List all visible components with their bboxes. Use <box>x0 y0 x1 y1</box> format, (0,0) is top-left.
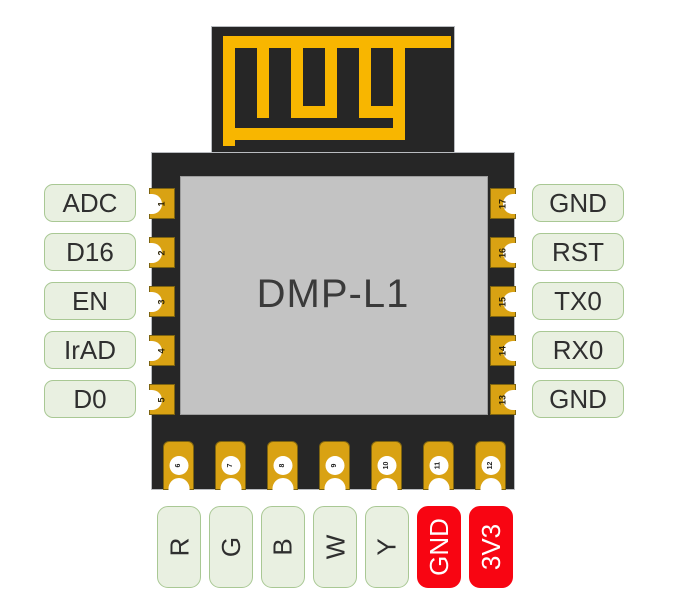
pad-number: 2 <box>156 249 167 256</box>
pad-notch <box>168 478 189 490</box>
pin-label-text: W <box>319 534 350 560</box>
pad-number: 7 <box>227 463 234 468</box>
pin-label-y[interactable]: Y <box>365 506 409 588</box>
pad-via: 10 <box>377 456 396 475</box>
pad-notch <box>428 478 449 490</box>
pad-via: 12 <box>481 456 500 475</box>
pad-number: 11 <box>435 461 442 470</box>
rf-shield <box>180 176 488 415</box>
pad-bottom-11[interactable]: 11 <box>423 441 454 490</box>
pad-number: 14 <box>497 345 508 356</box>
pad-notch <box>220 478 241 490</box>
pad-number: 12 <box>486 461 494 470</box>
pad-number: 5 <box>156 396 167 403</box>
pad-notch <box>149 389 162 410</box>
meander-antenna-icon <box>223 36 451 146</box>
pad-notch <box>503 291 516 312</box>
pad-number: 15 <box>497 296 508 307</box>
pad-notch <box>149 242 162 263</box>
pad-bottom-12[interactable]: 12 <box>475 441 506 490</box>
pin-label-gnd-13[interactable]: GND <box>532 380 624 418</box>
pad-left-2[interactable]: 2 <box>149 237 175 268</box>
pin-label-text: G <box>215 536 246 558</box>
pin-label-en[interactable]: EN <box>44 282 136 320</box>
pad-notch <box>149 291 162 312</box>
pin-label-irad[interactable]: IrAD <box>44 331 136 369</box>
pin-label-r[interactable]: R <box>157 506 201 588</box>
pad-left-5[interactable]: 5 <box>149 384 175 415</box>
pad-bottom-10[interactable]: 10 <box>371 441 402 490</box>
pad-number: 17 <box>497 198 508 209</box>
pad-via: 8 <box>273 456 292 475</box>
pad-notch <box>503 193 516 214</box>
pin-label-rst[interactable]: RST <box>532 233 624 271</box>
pad-right-15[interactable]: 15 <box>490 286 516 317</box>
pad-number: 10 <box>382 461 390 470</box>
pad-number: 8 <box>279 463 286 468</box>
pad-via: 6 <box>169 456 188 475</box>
pin-label-text: 3V3 <box>476 523 507 571</box>
pin-label-d0[interactable]: D0 <box>44 380 136 418</box>
pad-notch <box>272 478 293 490</box>
pin-label-rx0[interactable]: RX0 <box>532 331 624 369</box>
pad-number: 9 <box>331 463 338 468</box>
pad-notch <box>149 193 162 214</box>
pad-notch <box>503 389 516 410</box>
pad-left-3[interactable]: 3 <box>149 286 175 317</box>
pin-label-text: B <box>268 538 298 556</box>
pad-number: 4 <box>156 347 167 354</box>
pin-label-tx0[interactable]: TX0 <box>532 282 624 320</box>
pad-notch <box>376 478 397 490</box>
pad-right-14[interactable]: 14 <box>490 335 516 366</box>
pin-label-d16[interactable]: D16 <box>44 233 136 271</box>
pad-notch <box>503 242 516 263</box>
pad-right-13[interactable]: 13 <box>490 384 516 415</box>
pin-label-b[interactable]: B <box>261 506 305 588</box>
pad-bottom-7[interactable]: 7 <box>215 441 246 490</box>
pad-notch <box>480 478 501 490</box>
pin-label-text: GND <box>424 518 454 576</box>
module-name: DMP-L1 <box>256 272 410 316</box>
pad-number: 16 <box>497 247 508 258</box>
pad-notch <box>324 478 345 490</box>
pin-label-text: R <box>164 537 194 557</box>
pin-label-3v3[interactable]: 3V3 <box>469 506 513 588</box>
pin-label-text: Y <box>372 538 402 556</box>
pad-number: 13 <box>497 394 508 405</box>
pad-via: 9 <box>325 456 344 475</box>
pad-notch <box>149 340 162 361</box>
pad-left-1[interactable]: 1 <box>149 188 175 219</box>
pin-label-w[interactable]: W <box>313 506 357 588</box>
pad-bottom-6[interactable]: 6 <box>163 441 194 490</box>
pad-via: 11 <box>429 456 448 475</box>
pad-number: 1 <box>156 200 167 207</box>
pad-right-17[interactable]: 17 <box>490 188 516 219</box>
pin-label-gnd-power[interactable]: GND <box>417 506 461 588</box>
pad-number: 6 <box>175 463 182 468</box>
pad-bottom-9[interactable]: 9 <box>319 441 350 490</box>
pad-via: 7 <box>221 456 240 475</box>
pad-bottom-8[interactable]: 8 <box>267 441 298 490</box>
pad-right-16[interactable]: 16 <box>490 237 516 268</box>
pin-label-g[interactable]: G <box>209 506 253 588</box>
pin-label-adc[interactable]: ADC <box>44 184 136 222</box>
pad-number: 3 <box>156 298 167 305</box>
pad-notch <box>503 340 516 361</box>
pin-label-gnd-17[interactable]: GND <box>532 184 624 222</box>
pad-left-4[interactable]: 4 <box>149 335 175 366</box>
